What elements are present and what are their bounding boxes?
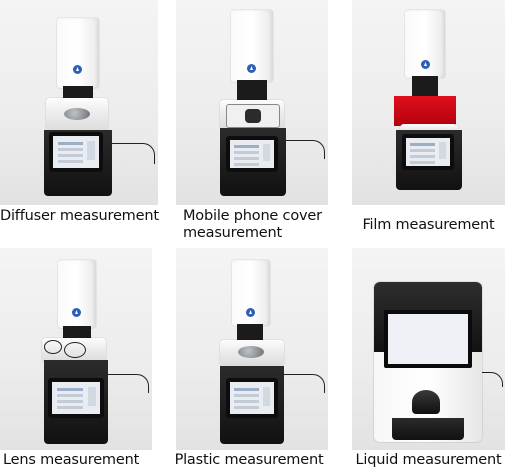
caption-plastic: Plastic measurement bbox=[174, 452, 324, 468]
brand-logo-icon bbox=[247, 64, 256, 73]
diffuser-photo bbox=[0, 0, 158, 205]
brand-logo-icon bbox=[246, 308, 255, 317]
caption-phone-cover: Mobile phone cover measurement bbox=[183, 208, 322, 241]
liquid-photo bbox=[352, 248, 505, 450]
brand-logo-icon bbox=[72, 308, 81, 317]
brand-logo-icon bbox=[73, 65, 82, 74]
caption-film: Film measurement bbox=[362, 217, 495, 233]
plastic-photo bbox=[176, 248, 328, 450]
brand-logo-icon bbox=[421, 60, 430, 69]
phone-cover-photo bbox=[176, 0, 328, 205]
caption-lens: Lens measurement bbox=[3, 452, 140, 468]
caption-diffuser: Diffuser measurement bbox=[0, 208, 159, 224]
lens-photo bbox=[0, 248, 152, 450]
film-photo bbox=[352, 0, 505, 205]
caption-liquid: Liquid measurement bbox=[355, 452, 502, 468]
